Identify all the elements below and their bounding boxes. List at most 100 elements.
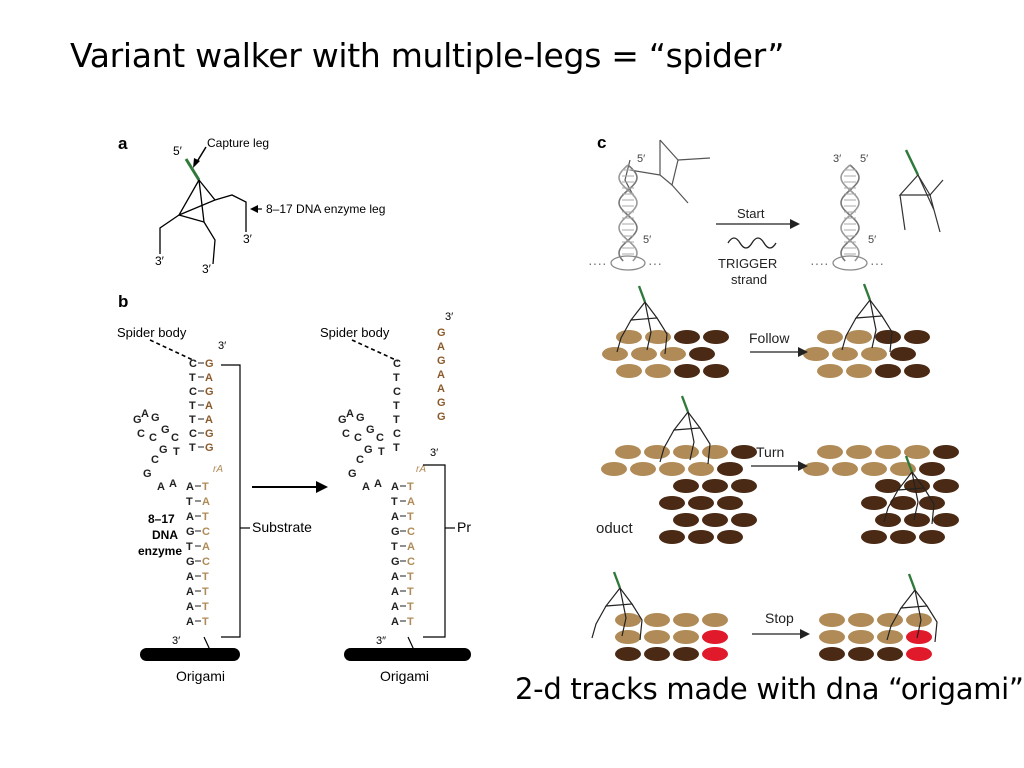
base-right: T (407, 571, 414, 583)
base-left: T (189, 400, 196, 412)
base-left: A (391, 586, 399, 598)
base-left: C (393, 386, 401, 398)
slide-caption: 2-d tracks made with dna “origami” (515, 672, 1024, 706)
track-site (630, 462, 656, 476)
track-site (846, 445, 872, 459)
released-base: A (437, 383, 445, 395)
track-site (819, 647, 845, 661)
base-right: G (205, 386, 214, 398)
svg-text:DNA: DNA (152, 528, 178, 542)
track-site (919, 530, 945, 544)
track-site (644, 445, 670, 459)
svg-text:enzyme: enzyme (138, 544, 182, 558)
track-site (674, 364, 700, 378)
base-left: T (186, 541, 193, 553)
base-left: A (186, 511, 194, 523)
track-site (616, 364, 642, 378)
loop-base: G (159, 444, 168, 456)
spider-body-a (159, 179, 247, 265)
capture-end-5: 5′ (173, 144, 183, 158)
track-site (846, 330, 872, 344)
base-right: C (202, 556, 210, 568)
base-right: G (205, 358, 214, 370)
loop-base: C (137, 428, 145, 440)
base-left: A (186, 601, 194, 613)
track-site (848, 647, 874, 661)
base-left: T (393, 442, 400, 454)
base-left: A (186, 571, 194, 583)
track-site (703, 330, 729, 344)
base-right: A (202, 496, 210, 508)
track-site (731, 445, 757, 459)
track-site (659, 496, 685, 510)
track-site (933, 513, 959, 527)
track-site (731, 513, 757, 527)
track-site (817, 364, 843, 378)
track-site (906, 613, 932, 627)
spider-body-label-right: Spider body (320, 325, 390, 340)
track-site (717, 462, 743, 476)
base-left: A (186, 481, 194, 493)
svg-text:····: ···· (588, 255, 607, 271)
loop-base: G (348, 468, 357, 480)
track-site (877, 613, 903, 627)
track-site (832, 462, 858, 476)
base-right: A (407, 541, 415, 553)
spider-free (898, 149, 944, 233)
panel-c-label: c (597, 133, 606, 152)
loop-base: C (171, 432, 179, 444)
base-left: G (391, 556, 400, 568)
base-left: T (393, 400, 400, 412)
base-left: C (189, 386, 197, 398)
enzyme-leg-label: 8–17 DNA enzyme leg (266, 202, 385, 216)
track-site (875, 445, 901, 459)
loop-base: C (356, 454, 364, 466)
track-site (644, 630, 670, 644)
track-site (717, 496, 743, 510)
svg-text:5′: 5′ (643, 234, 651, 246)
released-base: G (437, 411, 446, 423)
base-right: C (202, 526, 210, 538)
track-site (702, 647, 728, 661)
loop-base: G (161, 424, 170, 436)
track-turn-after (803, 445, 959, 544)
svg-text:8–17: 8–17 (148, 512, 175, 526)
track-site (702, 613, 728, 627)
track-site (602, 347, 628, 361)
dna-helix-right: ······· (810, 164, 884, 271)
origami-label-left: Origami (176, 668, 225, 684)
track-site (673, 647, 699, 661)
track-site (919, 462, 945, 476)
track-site (644, 647, 670, 661)
loop-base: A (169, 478, 177, 490)
loop-base: C (342, 428, 350, 440)
track-site (674, 330, 700, 344)
base-right: A (205, 372, 213, 384)
base-left: G (391, 526, 400, 538)
loop-base: G (133, 414, 142, 426)
svg-text:···: ··· (648, 255, 662, 271)
trigger-label: TRIGGER (718, 256, 777, 271)
follow-label: Follow (749, 330, 790, 346)
base-right: A (205, 414, 213, 426)
track-site (702, 630, 728, 644)
base-right: T (202, 616, 209, 628)
track-stop-after (819, 613, 932, 661)
released-base: G (437, 327, 446, 339)
spider-body-label-left: Spider body (117, 325, 187, 340)
loop-base: T (378, 446, 385, 458)
svg-text:3′: 3′ (172, 635, 180, 647)
base-left: T (189, 372, 196, 384)
loop-base: A (374, 478, 382, 490)
track-site (906, 647, 932, 661)
origami-label-right: Origami (380, 668, 429, 684)
track-site (904, 330, 930, 344)
track-site (702, 513, 728, 527)
base-right: A (407, 496, 415, 508)
base-right: T (202, 571, 209, 583)
track-site (877, 647, 903, 661)
track-site (933, 479, 959, 493)
